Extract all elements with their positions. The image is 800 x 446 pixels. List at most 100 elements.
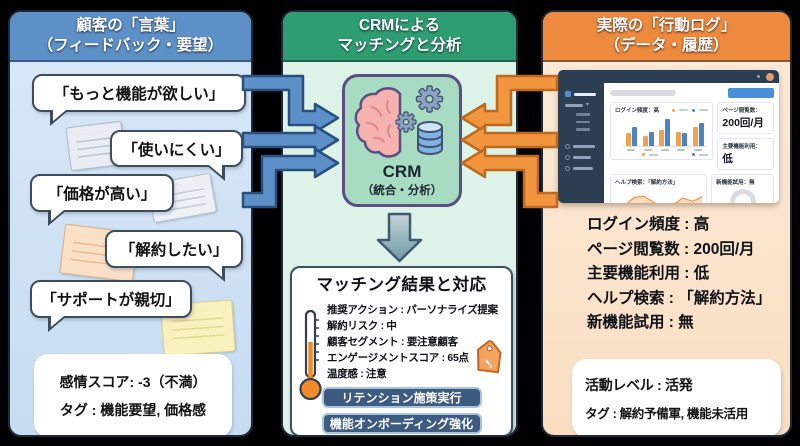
result-row-engagement: エンゲージメントスコア : 65点 [327,352,469,364]
feature-usage-card: 主要機能利用： 低 [717,138,774,170]
dashboard-title-placeholder [610,90,676,96]
sidebar-subitem [576,120,590,123]
feature-usage-label: 主要機能利用： [722,144,761,150]
matching-result-title: マッチング結果と対応 [316,276,487,294]
thermometer-icon [299,309,322,401]
bar [698,122,704,146]
bar-group [642,116,654,146]
login-frequency-card: ログイン頻度：高 [610,102,714,160]
result-row-segment: 顧客セグメント : 要注意顧客 [327,336,458,348]
customer-voice-title: 顧客の「言葉」 [76,16,185,34]
help-search-area-chart [626,195,703,203]
matching-result-rows: 推奨アクション : パーソナライズ提案 解約リスク : 中 顧客セグメント : … [327,302,508,382]
activity-summary-box: 活動レベル : 活発 タグ : 解約予備軍, 機能未活用 [572,359,781,435]
bar-card-title: ログイン頻度：高 [615,108,660,114]
bar [648,132,654,146]
pageviews-card: ページ閲覧数： 200回/月 [717,102,774,134]
feedback-bubble-1-text: 「もっと機能が欲しい」 [53,86,225,103]
behavior-log-title: 実際の「行動ログ」 [596,16,737,34]
new-feature-card: 新機能試用：無 [711,174,774,203]
sidebar-item-expanded: ▾ [565,102,604,108]
crm-label: CRM [382,162,422,181]
feedback-bubble-3-text: 「価格が高い」 [47,186,157,203]
feedback-bubble-4-text: 「解約したい」 [119,242,229,259]
home-icon [565,91,571,97]
chevron-down-icon: ▾ [586,102,590,108]
database-icon [417,121,443,155]
activity-tags: タグ : 解約予備軍, 機能未活用 [585,406,748,421]
feedback-bubble-2-text: 「使いにくい」 [122,141,231,159]
retention-action-button[interactable]: リテンション施策実行 [321,387,482,408]
sidebar-item-active [565,91,604,97]
behavior-dashboard-illustration: ▾ [558,70,779,203]
bar-group [625,116,637,146]
bar-group [675,116,687,146]
bar [625,133,631,146]
pageviews-value: 200回/月 [722,117,764,129]
circle-icon [565,154,570,160]
crm-matching-header: CRMによる マッチングと分析 [283,12,516,62]
gear-icon-large [415,85,444,113]
empty-donut-chart [729,189,756,203]
dashboard-primary-button[interactable] [728,88,774,98]
behavior-log-subtitle: （データ・履歴） [604,37,729,54]
result-row-action: 推奨アクション : パーソナライズ提案 [327,304,498,316]
dashboard-sidebar: ▾ [558,83,604,203]
dash-bar-chart [623,116,707,147]
customer-voice-panel: 顧客の「言葉」 （フィードバック・要望） 「もっと機能が欲しい」 「使いにくい」… [8,10,253,437]
sentiment-score: 感情スコア: -3（不満） [59,373,207,390]
brain-gears-database-icon [354,85,444,158]
customer-voice-header: 顧客の「言葉」 （フィードバック・要望） [10,12,251,62]
crm-sublabel: （統合・分析） [361,185,443,197]
donut-card-title: 新機能試用：無 [716,180,755,186]
warning-tag-icon: ! [477,340,502,374]
crm-matching-panel: CRMによる マッチングと分析 [281,10,518,437]
customer-voice-subtitle: （フィードバック・要望） [37,37,224,54]
stat-help-search: ヘルプ検索 : 「解約方法」 [587,289,772,307]
bar-group [659,116,671,146]
sidebar-item [565,154,604,160]
sidebar-item [565,165,604,171]
behavior-log-header: 実際の「行動ログ」 （データ・履歴） [543,12,790,62]
matching-result-box: マッチング結果と対応 ! 推奨アクション : パーソナライズ提案 解約リスク :… [290,266,513,435]
sidebar-subitem [576,128,590,131]
bar-group [692,116,704,146]
crm-matching-title: CRMによる [358,16,441,34]
stat-login-frequency: ログイン頻度 : 高 [587,216,710,233]
feedback-bubble-5-text: 「サポートが親切」 [41,292,181,309]
topbar-dot [757,75,760,78]
bar [675,132,681,146]
x-axis-ticks [623,149,706,151]
feedback-bubble-2: 「使いにくい」 [110,130,243,181]
onboarding-action-button[interactable]: 機能オンボーディング強化 [321,413,482,434]
bar [692,127,698,146]
action-button-stack: リテンション施策実行 機能オンボーディング強化 [292,387,511,434]
bar [631,126,637,146]
chart-legend-bottom [615,153,709,156]
avatar [766,72,774,81]
sentiment-summary-box: 感情スコア: -3（不満） タグ : 機能要望, 価格感 [34,354,232,435]
stat-new-feature: 新機能試用 : 無 [587,314,694,331]
activity-level: 活動レベル : 活発 [585,376,693,393]
help-search-card: ヘルプ検索：「解約方法」 [610,174,708,203]
result-row-churn-risk: 解約リスク : 中 [327,320,397,332]
result-row-temperature: 温度感 : 注意 [327,368,387,380]
sidebar-item [565,143,604,149]
bar [681,133,687,146]
behavior-stats-list: ログイン頻度 : 高 ページ閲覧数 : 200回/月 主要機能利用 : 低 ヘル… [587,213,771,336]
bar [665,119,671,146]
feedback-bubble-1: 「もっと機能が欲しい」 [32,74,246,126]
bar [642,135,648,146]
chart-legend [672,108,709,112]
stat-pageviews: ページ閲覧数 : 200回/月 [587,240,755,258]
gear-icon-small [395,111,417,133]
pageviews-label: ページ閲覧数： [722,108,761,114]
dashboard-content: ログイン頻度：高 [604,83,779,203]
feedback-bubble-4: 「解約したい」 [105,230,243,282]
area-card-title: ヘルプ検索：「解約方法」 [615,180,679,186]
feature-usage-value: 低 [722,153,733,165]
dash-area-line [626,195,703,203]
behavior-log-panel: 実際の「行動ログ」 （データ・履歴） ▾ [541,10,792,437]
feedback-bubble-3: 「価格が高い」 [30,174,174,226]
